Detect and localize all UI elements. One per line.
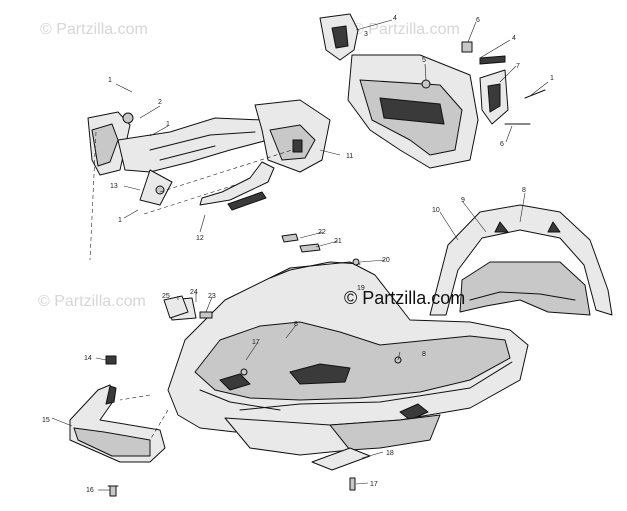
callout-20: 20 — [382, 257, 390, 264]
watermark-top-left: © Partzilla.com — [40, 21, 148, 38]
callout-7: 7 — [516, 63, 520, 70]
bracket-rail — [199, 161, 275, 211]
callout-10: 10 — [432, 207, 440, 214]
bolt-17 — [349, 477, 356, 491]
callout-8: 8 — [294, 321, 298, 328]
callout-6: 6 — [476, 17, 480, 24]
callout-8: 8 — [422, 351, 426, 358]
watermark-top-right: © Partzilla.com — [352, 21, 460, 38]
callout-1: 1 — [166, 121, 170, 128]
callout-1: 1 — [108, 77, 112, 84]
callout-16: 16 — [86, 487, 94, 494]
grommet-14 — [105, 355, 117, 365]
leader-lines — [51, 19, 549, 491]
callout-14: 14 — [84, 355, 92, 362]
callout-4: 4 — [393, 15, 397, 22]
callout-3: 3 — [364, 31, 368, 38]
callout-15: 15 — [42, 417, 50, 424]
callout-22: 22 — [318, 229, 326, 236]
callout-11: 11 — [346, 153, 353, 160]
callout-1: 1 — [118, 217, 122, 224]
rear-frame — [319, 13, 546, 169]
callout-5: 5 — [422, 57, 426, 64]
hardware-21-22 — [281, 233, 360, 266]
callout-18: 18 — [386, 450, 394, 457]
callout-6: 6 — [500, 141, 504, 148]
callout-24: 24 — [190, 289, 198, 296]
strap-23 — [199, 311, 213, 319]
callout-13: 13 — [110, 183, 118, 190]
watermark-center: © Partzilla.com — [344, 288, 465, 308]
callout-4: 4 — [512, 35, 516, 42]
decal-25 — [163, 295, 189, 319]
callout-17: 17 — [370, 481, 378, 488]
bolt-16 — [107, 485, 119, 497]
callout-9: 9 — [461, 197, 465, 204]
callout-19: 19 — [357, 285, 365, 292]
callout-1: 1 — [550, 75, 554, 82]
watermark-mid-left: © Partzilla.com — [38, 293, 146, 310]
steering-support-bracket — [254, 99, 331, 173]
hood — [429, 204, 613, 316]
front-bumper — [69, 384, 166, 463]
callout-labels: 1 2 1 13 1 12 11 4 3 6 4 5 7 1 6 10 9 8 … — [42, 15, 554, 494]
callout-2: 2 — [158, 99, 162, 106]
callout-17: 17 — [252, 339, 260, 346]
front-frame-bracket — [87, 111, 269, 206]
callout-12: 12 — [196, 235, 204, 242]
callout-21: 21 — [334, 238, 342, 245]
callout-25: 25 — [162, 293, 170, 300]
callout-23: 23 — [208, 293, 216, 300]
callout-8: 8 — [522, 187, 526, 194]
hull — [167, 261, 529, 456]
